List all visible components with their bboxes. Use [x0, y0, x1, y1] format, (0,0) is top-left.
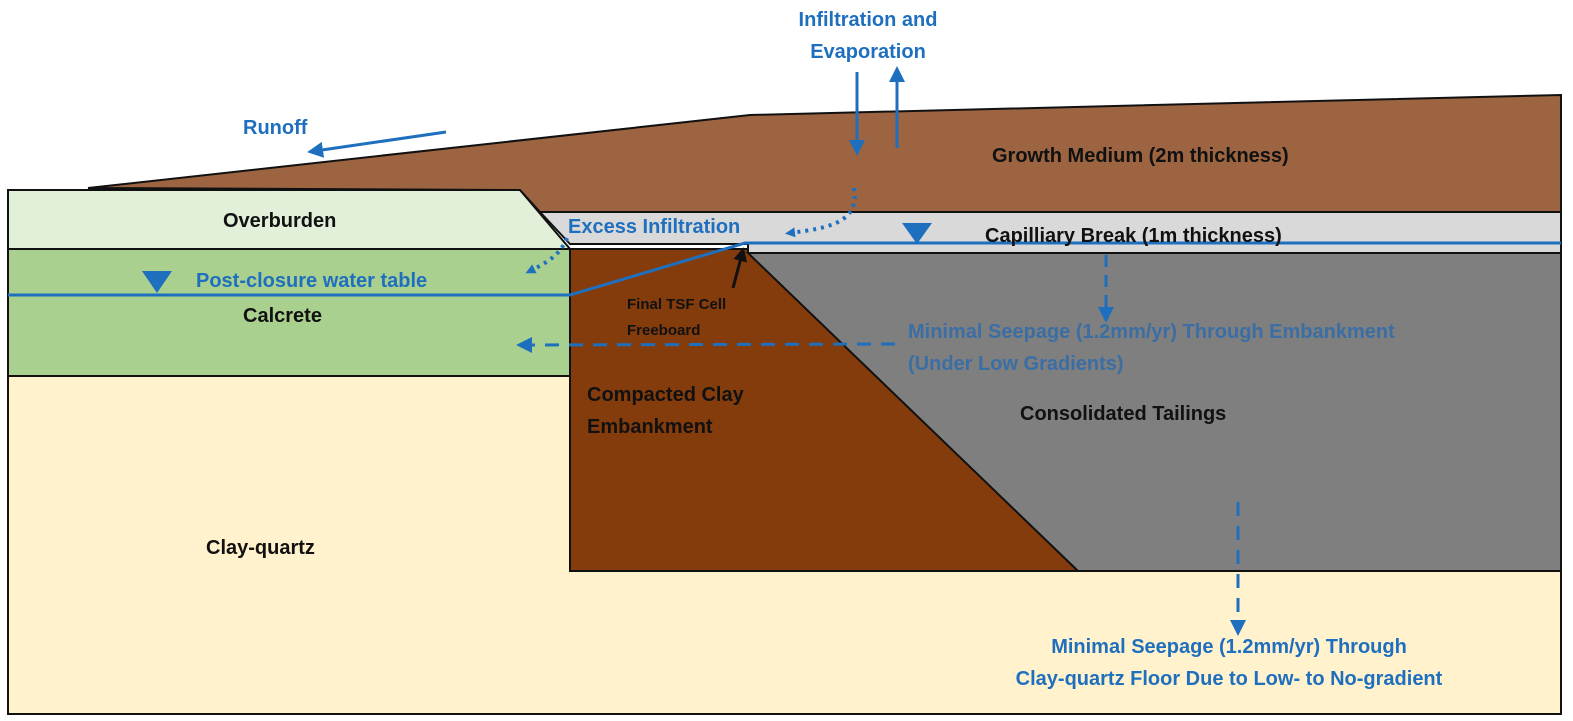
freeboard-label-2: Freeboard — [627, 322, 700, 339]
water-table-marker-left — [142, 271, 172, 293]
compacted-clay-label-1: Compacted Clay — [587, 384, 745, 406]
seepage-floor-label-1: Minimal Seepage (1.2mm/yr) Through — [1051, 636, 1407, 658]
infiltration-evaporation-label-2: Evaporation — [810, 41, 926, 63]
water-table-label: Post-closure water table — [196, 270, 427, 292]
growth-medium-label: Growth Medium (2m thickness) — [992, 145, 1289, 167]
clay-quartz-label: Clay-quartz — [206, 537, 315, 559]
growth-medium-layer — [87, 93, 1562, 213]
infiltration-evaporation-label-1: Infiltration and — [799, 9, 938, 31]
seepage-embankment-arrow — [516, 336, 896, 353]
overburden-label: Overburden — [223, 210, 336, 232]
excess-infiltration-overflow-path — [525, 237, 569, 274]
seepage-floor-label-2: Clay-quartz Floor Due to Low- to No-grad… — [1016, 668, 1443, 690]
runoff-label: Runoff — [243, 117, 308, 139]
capillary-break-label: Capilliary Break (1m thickness) — [985, 225, 1282, 247]
water-table-line — [8, 241, 1561, 297]
seepage-embankment-label-1: Minimal Seepage (1.2mm/yr) Through Emban… — [908, 321, 1395, 343]
freeboard-arrow — [731, 247, 747, 289]
seepage-embankment-label-2: (Under Low Gradients) — [908, 353, 1124, 375]
runoff-arrow — [307, 130, 447, 158]
consolidated-tailings-label: Consolidated Tailings — [1020, 403, 1226, 425]
calcrete-label: Calcrete — [243, 305, 322, 327]
excess-infiltration-path — [785, 187, 857, 238]
compacted-clay-label-2: Embankment — [587, 416, 713, 438]
water-table-marker-right — [902, 223, 932, 244]
excess-infiltration-label: Excess Infiltration — [568, 216, 740, 238]
freeboard-label-1: Final TSF Cell — [627, 296, 726, 313]
